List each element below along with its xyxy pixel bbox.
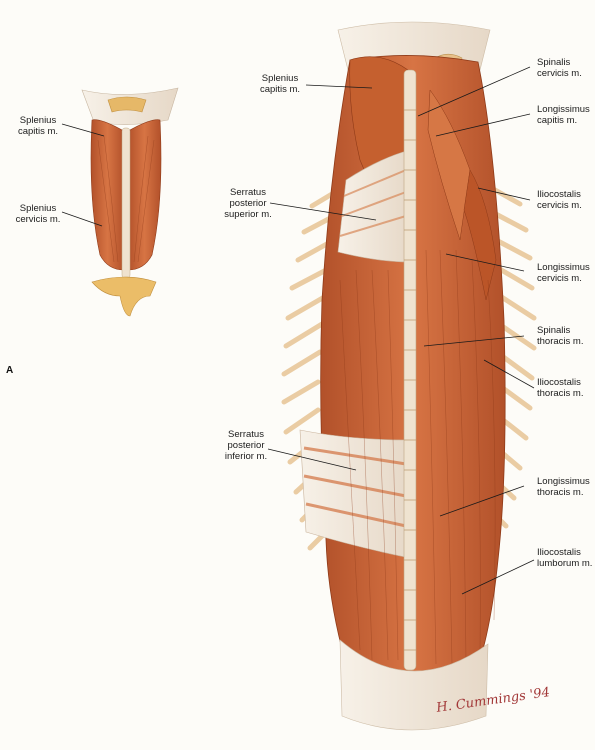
vertebral-segments xyxy=(404,109,416,651)
label-iliocostalis-thoracis: Iliocostalis thoracis m. xyxy=(537,377,584,399)
leader-lines xyxy=(61,66,535,595)
label-serratus-posterior-inferior: Serratus posterior inferior m. xyxy=(224,429,268,462)
label-small-splenius-cervicis: Splenius cervicis m. xyxy=(15,203,61,225)
label-longissimus-cervicis: Longissimus cervicis m. xyxy=(537,262,590,284)
leader-serratus-inferior xyxy=(267,448,357,471)
spinous-processes xyxy=(403,69,417,671)
thoracolumbar-fascia xyxy=(339,639,489,731)
leader-spinalis-thoracis xyxy=(423,335,525,347)
leader-longissimus-capitis xyxy=(435,113,531,137)
leader-splenius-capitis xyxy=(305,84,373,89)
leader-small-splenius-capitis xyxy=(61,123,105,137)
small-splenius-left-muscle xyxy=(90,119,125,271)
label-small-splenius-capitis: Splenius capitis m. xyxy=(17,115,59,137)
leader-longissimus-cervicis xyxy=(445,253,525,272)
label-longissimus-capitis: Longissimus capitis m. xyxy=(537,104,590,126)
leader-longissimus-thoracis xyxy=(439,485,525,517)
label-spinalis-cervicis: Spinalis cervicis m. xyxy=(537,57,582,79)
leader-spinalis-cervicis xyxy=(417,66,531,117)
leader-iliocostalis-lumborum xyxy=(461,559,535,595)
label-spinalis-thoracis: Spinalis thoracis m. xyxy=(537,325,584,347)
leader-small-splenius-cervicis xyxy=(61,211,103,227)
label-iliocostalis-lumborum: Iliocostalis lumborum m. xyxy=(537,547,593,569)
leader-iliocostalis-thoracis xyxy=(483,359,535,389)
label-splenius-capitis: Splenius capitis m. xyxy=(259,73,301,95)
longissimus-capitis-muscle xyxy=(427,89,471,241)
small-occipital-bone xyxy=(107,96,147,113)
leader-serratus-superior xyxy=(269,202,377,221)
leader-iliocostalis-cervicis xyxy=(477,187,531,201)
small-splenius-right-muscle xyxy=(127,119,162,271)
panel-letter: A xyxy=(6,365,14,376)
label-longissimus-thoracis: Longissimus thoracis m. xyxy=(537,476,590,498)
iliocostalis-cervicis-muscle xyxy=(463,169,497,301)
label-serratus-posterior-superior: Serratus posterior superior m. xyxy=(224,187,272,220)
label-iliocostalis-cervicis: Iliocostalis cervicis m. xyxy=(537,189,582,211)
small-figure xyxy=(81,87,179,317)
small-vertebra-base xyxy=(91,276,157,317)
small-spinous-processes xyxy=(121,127,131,279)
large-figure xyxy=(281,21,537,731)
